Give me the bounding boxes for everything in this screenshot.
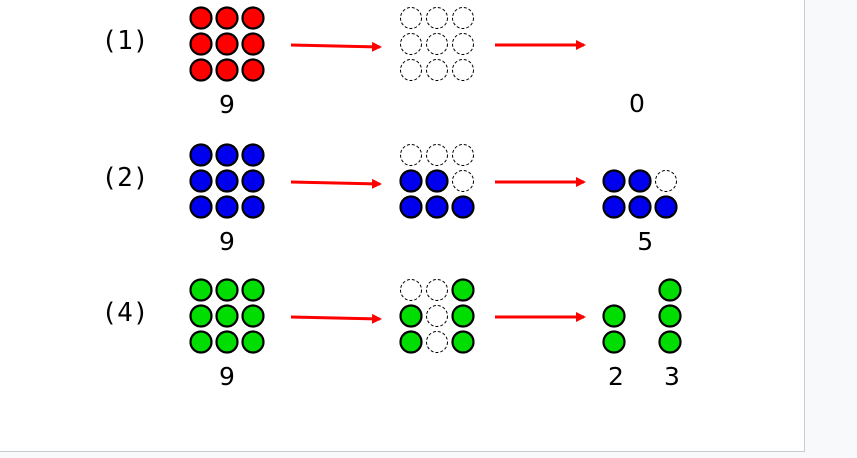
end-dot-filled <box>654 195 678 219</box>
middle-dot-empty <box>400 59 422 81</box>
arrow <box>290 178 382 189</box>
start-count-label: 9 <box>219 227 235 256</box>
start-count-label: 9 <box>219 90 235 119</box>
end-dot-filled <box>628 195 652 219</box>
start-dot-filled <box>215 195 239 219</box>
arrow <box>290 41 382 52</box>
middle-dot-empty <box>452 33 474 55</box>
middle-dot-empty <box>426 144 448 166</box>
start-dot-filled <box>215 58 239 82</box>
middle-dot-empty <box>426 59 448 81</box>
end-dot-filled <box>602 169 626 193</box>
end-count-label: 0 <box>629 89 645 118</box>
arrow <box>290 313 382 324</box>
middle-dot-empty <box>426 279 448 301</box>
end-count-label: 2 <box>608 362 624 391</box>
middle-dot-filled <box>399 195 423 219</box>
start-dot-filled <box>215 304 239 328</box>
middle-dot-empty <box>426 33 448 55</box>
start-dot-filled <box>189 195 213 219</box>
end-group-1-dot-filled <box>602 304 626 328</box>
end-count-label: 5 <box>637 227 653 256</box>
start-dot-filled <box>189 58 213 82</box>
start-count-label: 9 <box>219 362 235 391</box>
start-dot-filled <box>241 330 265 354</box>
middle-dot-empty <box>400 7 422 29</box>
end-group-2-dot-filled <box>658 304 682 328</box>
middle-dot-filled <box>425 195 449 219</box>
middle-dot-empty <box>452 170 474 192</box>
start-dot-filled <box>241 58 265 82</box>
start-dot-filled <box>189 304 213 328</box>
start-dot-filled <box>189 278 213 302</box>
middle-dot-filled <box>451 330 475 354</box>
middle-dot-filled <box>399 330 423 354</box>
start-dot-filled <box>241 6 265 30</box>
middle-dot-empty <box>400 144 422 166</box>
middle-dot-empty <box>452 59 474 81</box>
start-dot-filled <box>189 169 213 193</box>
middle-dot-filled <box>399 169 423 193</box>
diagram-row-1: (1) 9 0 <box>102 6 645 119</box>
start-dot-filled <box>215 6 239 30</box>
middle-dot-filled <box>399 304 423 328</box>
end-count-label: 3 <box>664 362 680 391</box>
middle-dot-empty <box>426 7 448 29</box>
diagram-row-3: (4) 9 2 3 <box>102 278 682 391</box>
end-group-2-dot-filled <box>658 278 682 302</box>
start-dot-filled <box>241 278 265 302</box>
start-dot-filled <box>215 143 239 167</box>
row-label: (4) <box>102 298 149 328</box>
end-dot-filled <box>628 169 652 193</box>
middle-dot-filled <box>425 169 449 193</box>
row-label: (2) <box>102 163 149 193</box>
diagram-canvas: (1) 9 0 (2) 9 5 (4) 9 2 3 <box>0 0 805 452</box>
middle-dot-filled <box>451 195 475 219</box>
end-group-1-dot-filled <box>602 330 626 354</box>
start-dot-filled <box>215 330 239 354</box>
middle-dot-empty <box>452 144 474 166</box>
end-dot-filled <box>602 195 626 219</box>
counting-diagram: (1) 9 0 (2) 9 5 (4) 9 2 3 <box>102 6 682 391</box>
start-dot-filled <box>189 6 213 30</box>
start-dot-filled <box>241 32 265 56</box>
diagram-row-2: (2) 9 5 <box>102 143 678 256</box>
start-dot-filled <box>189 143 213 167</box>
start-dot-filled <box>215 169 239 193</box>
middle-dot-empty <box>426 331 448 353</box>
middle-dot-empty <box>400 279 422 301</box>
middle-dot-empty <box>452 7 474 29</box>
end-dot-empty <box>655 170 677 192</box>
middle-dot-empty <box>426 305 448 327</box>
start-dot-filled <box>215 278 239 302</box>
start-dot-filled <box>215 32 239 56</box>
start-dot-filled <box>241 304 265 328</box>
start-dot-filled <box>189 32 213 56</box>
middle-dot-filled <box>451 278 475 302</box>
start-dot-filled <box>189 330 213 354</box>
start-dot-filled <box>241 195 265 219</box>
end-group-2-dot-filled <box>658 330 682 354</box>
start-dot-filled <box>241 143 265 167</box>
start-dot-filled <box>241 169 265 193</box>
row-label: (1) <box>102 26 149 56</box>
middle-dot-empty <box>400 33 422 55</box>
middle-dot-filled <box>451 304 475 328</box>
